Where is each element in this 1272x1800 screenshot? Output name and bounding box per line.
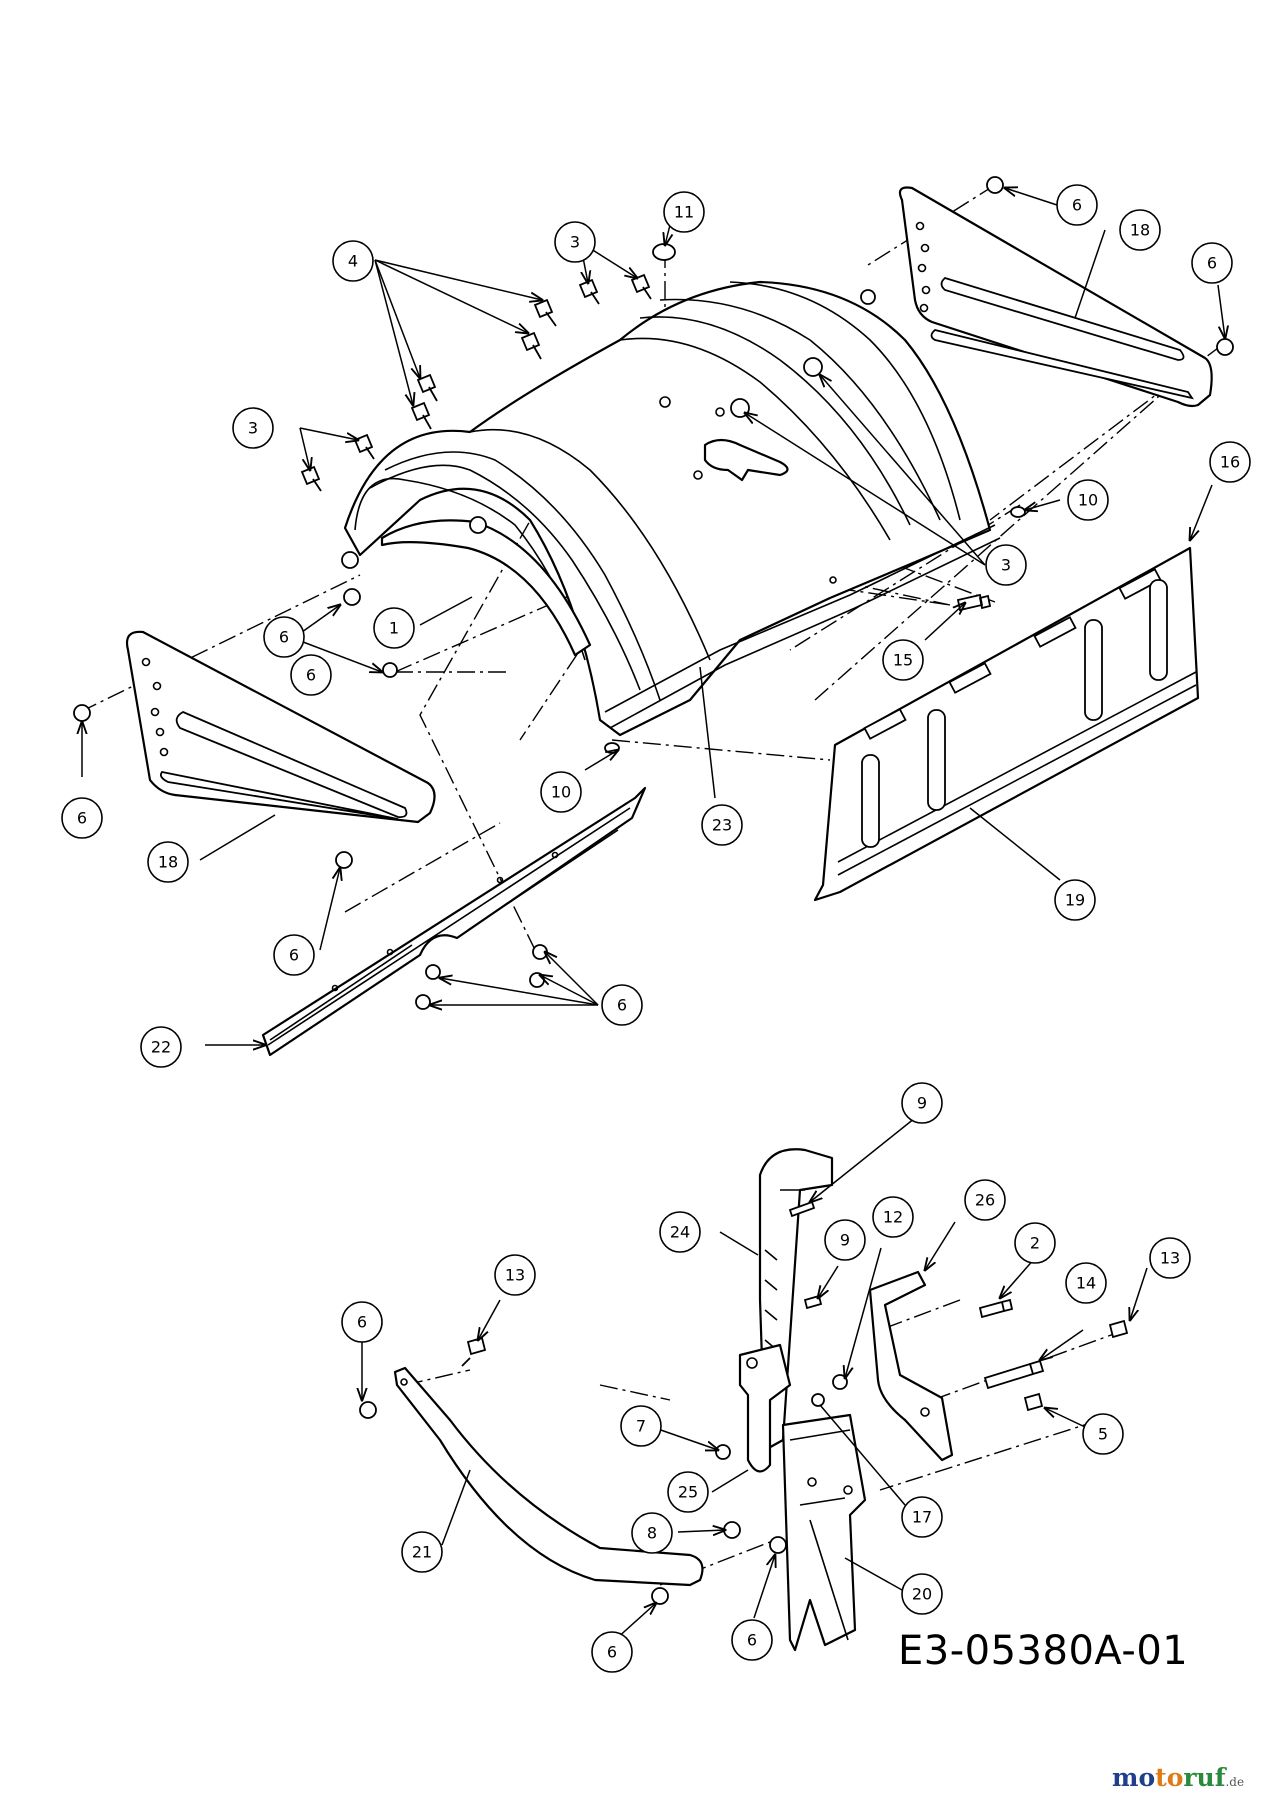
- svg-text:11: 11: [674, 203, 694, 222]
- callout-20: 20: [901, 1573, 943, 1615]
- callout-19: 19: [1054, 879, 1096, 921]
- svg-text:24: 24: [670, 1223, 690, 1242]
- svg-text:2: 2: [1030, 1234, 1040, 1253]
- svg-text:20: 20: [912, 1585, 932, 1604]
- callout-13: 13: [494, 1254, 536, 1296]
- hardware: [73, 176, 1234, 1605]
- svg-text:9: 9: [840, 1231, 850, 1250]
- drawing-number: E3-05380A-01: [898, 1628, 1189, 1674]
- callout-21: 21: [401, 1531, 443, 1573]
- svg-text:6: 6: [357, 1313, 367, 1332]
- svg-text:6: 6: [607, 1643, 617, 1662]
- callout-6: 6: [1191, 242, 1233, 284]
- part-26-side-bracket: [868, 1270, 954, 1462]
- callout-6: 6: [61, 797, 103, 839]
- callout-24: 24: [659, 1211, 701, 1253]
- callout-7: 7: [620, 1405, 662, 1447]
- callout-9: 9: [824, 1219, 866, 1261]
- callout-9: 9: [901, 1082, 943, 1124]
- svg-text:6: 6: [1207, 254, 1217, 273]
- svg-text:4: 4: [348, 252, 358, 271]
- svg-text:10: 10: [1078, 491, 1098, 510]
- callout-10: 10: [1067, 479, 1109, 521]
- svg-text:15: 15: [893, 651, 913, 670]
- callout-6: 6: [591, 1631, 633, 1673]
- svg-text:3: 3: [570, 233, 580, 252]
- part-20-depth-stake: [781, 1413, 867, 1652]
- leader-lines: [82, 188, 1272, 1641]
- callout-14: 14: [1065, 1262, 1107, 1304]
- svg-text:3: 3: [248, 419, 258, 438]
- svg-text:23: 23: [712, 816, 732, 835]
- svg-text:6: 6: [1072, 196, 1082, 215]
- callout-4: 4: [332, 240, 374, 282]
- svg-text:6: 6: [289, 946, 299, 965]
- callout-18: 18: [147, 841, 189, 883]
- callout-16: 16: [1209, 441, 1251, 483]
- svg-text:6: 6: [77, 809, 87, 828]
- callout-3: 3: [232, 407, 274, 449]
- callout-10: 10: [540, 771, 582, 813]
- svg-text:22: 22: [151, 1038, 171, 1057]
- callout-13: 13: [1149, 1237, 1191, 1279]
- callout-3: 3: [554, 221, 596, 263]
- svg-text:10: 10: [551, 783, 571, 802]
- callout-8: 8: [631, 1512, 673, 1554]
- svg-text:16: 16: [1220, 453, 1240, 472]
- callout-6: 6: [1056, 184, 1098, 226]
- part-22-front-deflector: [261, 786, 647, 1057]
- callout-22: 22: [140, 1026, 182, 1068]
- svg-text:13: 13: [505, 1266, 525, 1285]
- svg-text:25: 25: [678, 1483, 698, 1502]
- svg-text:6: 6: [279, 628, 289, 647]
- svg-text:6: 6: [617, 996, 627, 1015]
- part-21-link-arm: [393, 1366, 704, 1587]
- callout-5: 5: [1082, 1413, 1124, 1455]
- svg-text:5: 5: [1098, 1425, 1108, 1444]
- callout-23: 23: [701, 804, 743, 846]
- svg-text:6: 6: [747, 1631, 757, 1650]
- callout-6: 6: [341, 1301, 383, 1343]
- callout-6: 6: [290, 654, 332, 696]
- callout-6: 6: [731, 1619, 773, 1661]
- svg-text:17: 17: [912, 1508, 932, 1527]
- part-25-pivot-plate: [738, 1343, 792, 1473]
- callout-6: 6: [601, 984, 643, 1026]
- svg-text:18: 18: [158, 853, 178, 872]
- callout-25: 25: [667, 1471, 709, 1513]
- part-18-right-plate: [898, 186, 1213, 408]
- callout-17: 17: [901, 1496, 943, 1538]
- callout-1: 1: [373, 607, 415, 649]
- callout-11: 11: [663, 191, 705, 233]
- motoruf-watermark: motoruf.de: [1112, 1763, 1245, 1792]
- svg-text:7: 7: [636, 1417, 646, 1436]
- part-18-left-plate: [125, 630, 436, 824]
- part-19-rear-flap: [813, 546, 1200, 902]
- callout-2: 2: [1014, 1222, 1056, 1264]
- svg-text:9: 9: [917, 1094, 927, 1113]
- callout-18: 18: [1119, 209, 1161, 251]
- svg-text:12: 12: [883, 1208, 903, 1227]
- svg-text:19: 19: [1065, 891, 1085, 910]
- svg-text:3: 3: [1001, 556, 1011, 575]
- callout-26: 26: [964, 1179, 1006, 1221]
- callout-3: 3: [985, 544, 1027, 586]
- callout-6: 6: [263, 616, 305, 658]
- svg-text:14: 14: [1076, 1274, 1096, 1293]
- svg-text:1: 1: [389, 619, 399, 638]
- part-23-tine-hood: [343, 280, 1001, 737]
- callout-6: 6: [273, 934, 315, 976]
- svg-text:18: 18: [1130, 221, 1150, 240]
- svg-text:6: 6: [306, 666, 316, 685]
- callout-12: 12: [872, 1196, 914, 1238]
- svg-text:26: 26: [975, 1191, 995, 1210]
- svg-text:13: 13: [1160, 1249, 1180, 1268]
- svg-text:8: 8: [647, 1524, 657, 1543]
- svg-text:21: 21: [412, 1543, 432, 1562]
- callout-15: 15: [882, 639, 924, 681]
